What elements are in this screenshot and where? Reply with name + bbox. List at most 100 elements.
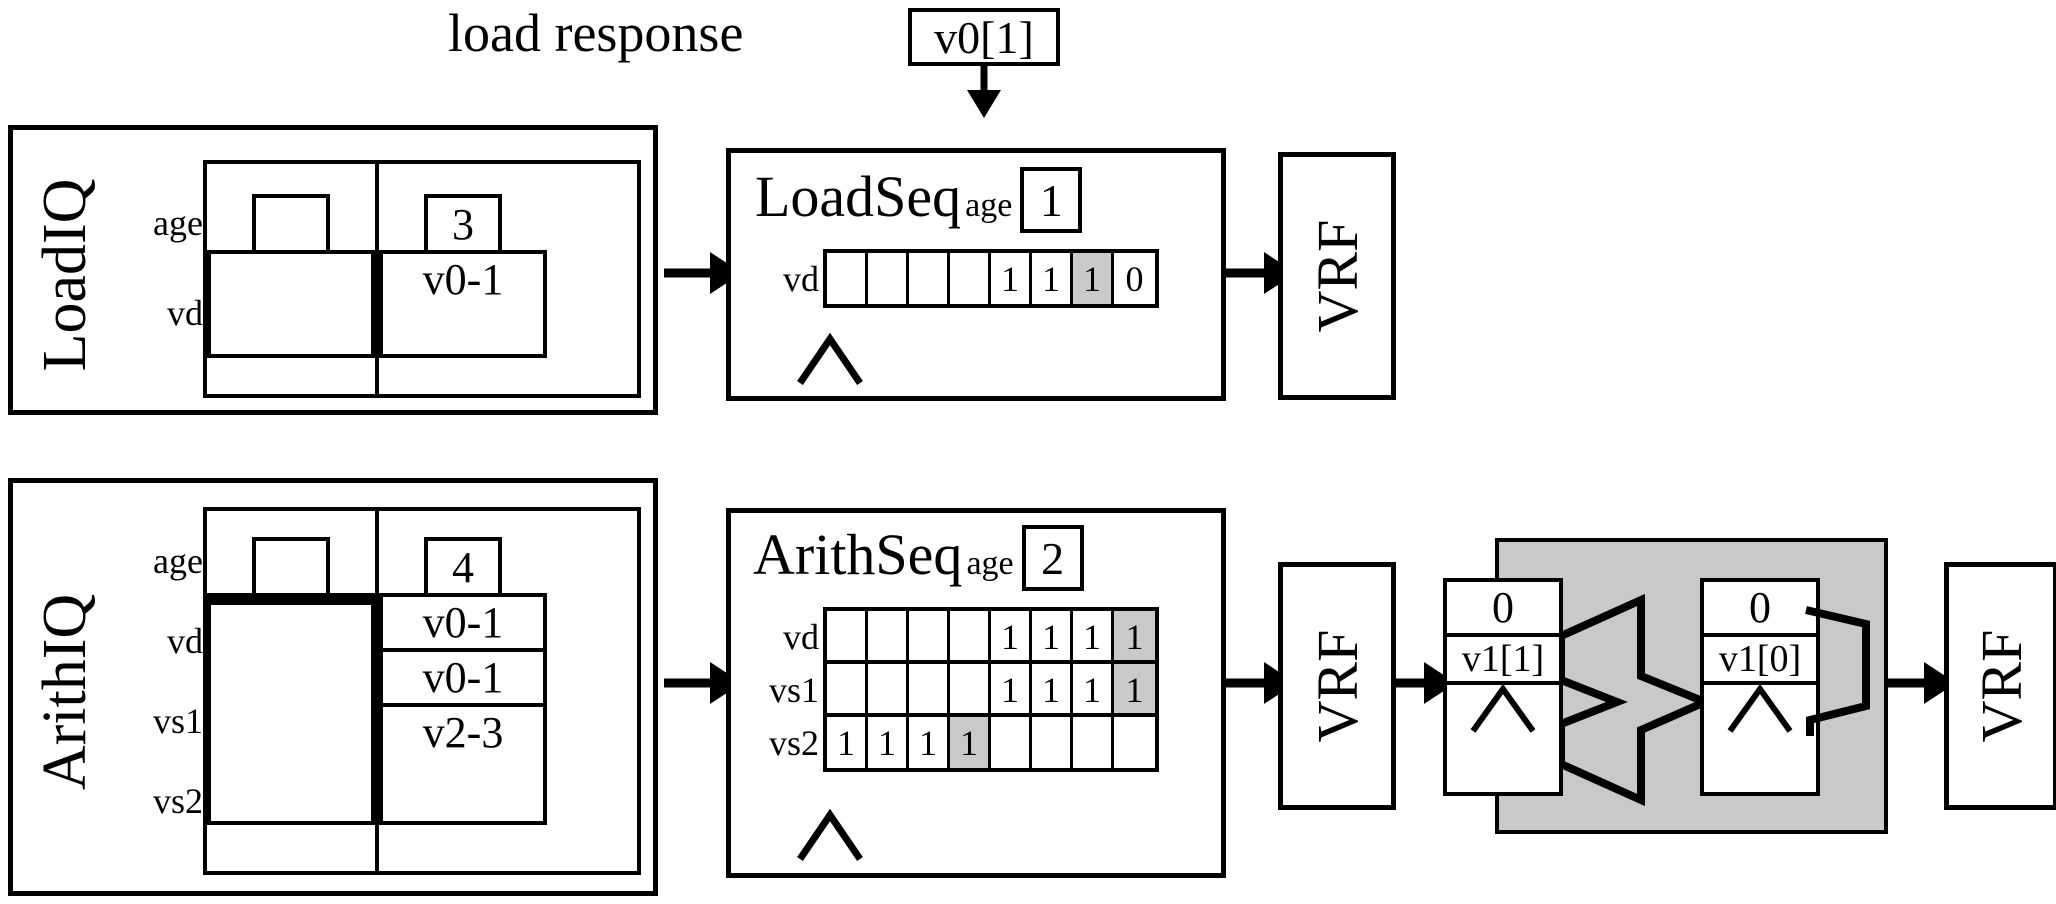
load-response-label: load response (448, 3, 744, 63)
arithiq-row-labels: age vd vs1 vs2 (109, 521, 203, 841)
arith-vrf-out-box: VRF (1944, 562, 2056, 810)
arithiq-row-label-vs1: vs1 (152, 701, 203, 741)
alu-shape-icon (1555, 584, 1755, 807)
load-response-arrow-icon (963, 66, 1005, 120)
arithseq-row-vs1: vs1 1 1 1 1 (747, 660, 1159, 719)
loadiq-row-label-vd: vd (167, 293, 203, 333)
bit-cell (1073, 717, 1114, 768)
stage1-clock-cell (1447, 683, 1559, 733)
arithiq-slot-1-fields: v0-1 v0-1 v2-3 (379, 593, 547, 825)
bit-cell-highlighted: 1 (1114, 664, 1155, 715)
bit-cell-highlighted: 1 (1073, 253, 1114, 304)
loadseq-title-row: LoadSeq age 1 (755, 167, 1083, 233)
arithiq-slot-0-age (252, 537, 330, 597)
loadiq-slot-1-fields: v0-1 (379, 250, 547, 358)
arithiq-slot-0-vd (211, 597, 371, 601)
stage1-value: v1[1] (1447, 637, 1559, 685)
stage2-feedback-wire (1805, 606, 1902, 740)
bit-cell: 1 (991, 664, 1032, 715)
load-vrf-box: VRF (1278, 152, 1396, 400)
bit-cell (827, 664, 868, 715)
arithiq-row-label-vs2: vs2 (152, 781, 203, 821)
stage2-value: v1[0] (1704, 637, 1816, 685)
arithiq-box: ArithIQ age vd vs1 vs2 4 v0-1 v0-1 v2-3 (8, 478, 658, 896)
arithseq-title-row: ArithSeq age 2 (753, 525, 1084, 591)
arithiq-row-label-vd: vd (167, 621, 203, 661)
arithiq-slot-0-vs1 (211, 601, 371, 605)
stage2-clock-cell (1704, 683, 1816, 733)
bit-cell: 1 (909, 717, 950, 768)
bit-cell: 1 (1032, 611, 1073, 662)
arithiq-slot-1-vd: v0-1 (383, 597, 543, 652)
pipeline-register-stage2: 0 v1[0] (1700, 578, 1820, 796)
loadiq-box: LoadIQ age vd 3 v0-1 (8, 125, 658, 415)
arithseq-row-vd-label: vd (783, 616, 819, 657)
stage2-top-value: 0 (1704, 582, 1816, 637)
bit-cell (950, 664, 991, 715)
bit-cell (909, 611, 950, 662)
bit-cell (1032, 717, 1073, 768)
bit-cell: 0 (1114, 253, 1155, 304)
loadseq-age-label: age (965, 186, 1013, 224)
bit-cell (868, 253, 909, 304)
arithiq-slot-1-vs1: v0-1 (383, 652, 543, 707)
arithiq-title-wrap: ArithIQ (13, 483, 117, 901)
arithseq-row-vs2: vs2 1 1 1 1 (747, 713, 1159, 772)
bit-cell: 1 (868, 717, 909, 768)
arithseq-box: ArithSeq age 2 vd 1 1 1 1 vs1 1 1 1 1 (726, 508, 1226, 878)
loadiq-slot-0[interactable] (207, 164, 379, 394)
loadseq-row-vd: vd 1 1 1 0 (757, 249, 1159, 308)
bit-cell (909, 664, 950, 715)
bit-cell (950, 611, 991, 662)
bit-cell: 1 (1032, 664, 1073, 715)
loadiq-slot-0-fields (207, 250, 375, 358)
stage1-top-value: 0 (1447, 582, 1559, 637)
loadseq-box: LoadSeq age 1 vd 1 1 1 0 (726, 148, 1226, 401)
arithseq-row-vd-bits: 1 1 1 1 (823, 607, 1159, 666)
pipeline-register-stage1: 0 v1[1] (1443, 578, 1563, 796)
bit-cell: 1 (1073, 664, 1114, 715)
bit-cell (1114, 717, 1155, 768)
bit-cell: 1 (1032, 253, 1073, 304)
loadiq-slot-0-age (252, 194, 330, 254)
loadseq-clock-triangle-icon (795, 332, 865, 385)
arith-vrf-out-label: VRF (1968, 629, 2034, 743)
bit-cell (827, 611, 868, 662)
arithseq-title: ArithSeq (753, 521, 963, 587)
loadiq-title-wrap: LoadIQ (13, 130, 117, 420)
bit-cell: 1 (1073, 611, 1114, 662)
bit-cell (991, 717, 1032, 768)
loadiq-row-labels: age vd (113, 178, 203, 358)
clock-triangle-icon (1727, 683, 1793, 733)
load-vrf-label: VRF (1304, 219, 1370, 333)
arithseq-row-vs1-bits: 1 1 1 1 (823, 660, 1159, 719)
bit-cell-highlighted: 1 (950, 717, 991, 768)
bit-cell (827, 253, 868, 304)
load-response-value-box: v0[1] (908, 8, 1060, 66)
clock-triangle-icon (1470, 683, 1536, 733)
loadiq-slots: 3 v0-1 (203, 160, 641, 398)
arithiq-slot-1-vs2: v2-3 (422, 708, 504, 757)
arithseq-clock-triangle-icon (795, 808, 865, 861)
bit-cell (909, 253, 950, 304)
bit-cell-highlighted: 1 (1114, 611, 1155, 662)
arithiq-slot-0[interactable] (207, 511, 379, 871)
loadseq-row-vd-label: vd (783, 258, 819, 299)
bit-cell: 1 (991, 611, 1032, 662)
arithseq-row-vs2-label: vs2 (768, 722, 819, 763)
arithseq-row-vd: vd 1 1 1 1 (747, 607, 1159, 666)
bit-cell (950, 253, 991, 304)
arithseq-age-label: age (966, 544, 1014, 582)
arithiq-slots: 4 v0-1 v0-1 v2-3 (203, 507, 641, 875)
bit-cell (868, 664, 909, 715)
bit-cell: 1 (991, 253, 1032, 304)
arithseq-row-vs2-bits: 1 1 1 1 (823, 713, 1159, 772)
exec-to-vrf-out-arrow-icon (1888, 660, 1958, 706)
arithiq-slot-0-fields (207, 593, 375, 825)
loadiq-slot-1[interactable]: 3 v0-1 (379, 164, 547, 394)
bit-cell (868, 611, 909, 662)
bit-cell: 1 (827, 717, 868, 768)
arithiq-slot-1[interactable]: 4 v0-1 v0-1 v2-3 (379, 511, 547, 871)
loadiq-slot-1-vd: v0-1 (422, 255, 504, 304)
arithseq-row-vs1-label: vs1 (768, 669, 819, 710)
